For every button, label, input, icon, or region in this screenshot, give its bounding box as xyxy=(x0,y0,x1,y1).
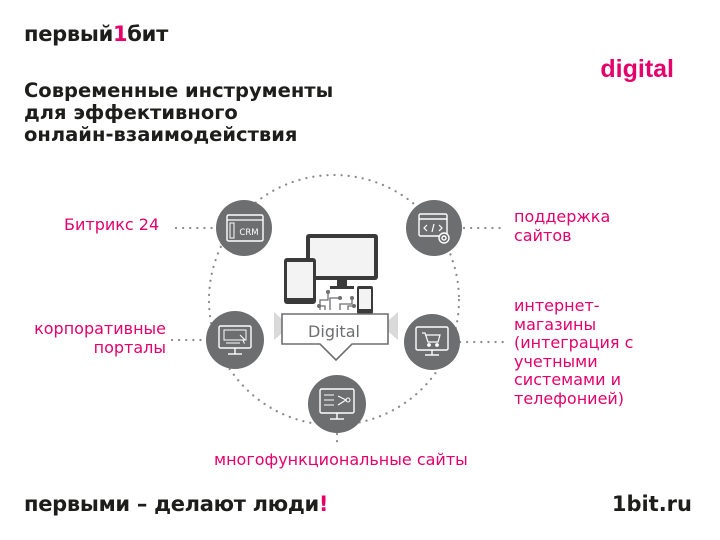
code-gear-icon xyxy=(418,213,450,244)
logo-text: первый xyxy=(24,22,113,46)
label-portals: корпоративные порталы xyxy=(34,319,166,357)
devices-icon xyxy=(284,234,378,314)
website-monitor-icon xyxy=(319,388,355,420)
label-shops-line-2: магазины xyxy=(514,314,597,334)
connector-lines xyxy=(170,226,508,450)
label-support-line-2: сайтов xyxy=(514,225,572,245)
label-bitrix: Битрикс 24 xyxy=(64,215,160,234)
portals-node xyxy=(206,311,264,369)
orbit-dotted-circle xyxy=(207,173,461,427)
crm-icon-text: CRM xyxy=(239,228,258,238)
title-line-1: Современные инструменты xyxy=(24,79,334,102)
shops-node xyxy=(404,314,460,370)
support-node xyxy=(406,200,462,256)
crm-window-icon: CRM xyxy=(226,214,264,242)
label-shops-line-4: учетными xyxy=(514,351,598,371)
crm-node: CRM xyxy=(216,200,272,256)
label-sites: многофункциональные сайты xyxy=(214,450,468,469)
label-support: поддержка сайтов xyxy=(514,207,611,245)
footer-slogan: первыми – делают люди! xyxy=(24,492,328,516)
label-shops-line-5: системами и xyxy=(514,370,621,389)
logo-text-2: бит xyxy=(127,22,168,46)
monitor-portal-icon xyxy=(218,325,252,355)
logo-mark: 1 xyxy=(112,22,128,46)
label-shops-line-3: (интеграция с xyxy=(514,333,634,352)
company-logo: первый1бит xyxy=(24,22,168,46)
slide-title: Современные инструменты для эффективного… xyxy=(24,80,424,146)
label-shops-line-1: интернет- xyxy=(514,296,600,315)
footer-slogan-text: первыми – делают люди xyxy=(24,492,319,516)
footer-site: 1bit.ru xyxy=(611,492,692,516)
sites-node xyxy=(308,375,366,433)
digital-banner-label: Digital xyxy=(308,322,360,341)
title-line-3: онлайн-взаимодействия xyxy=(24,123,298,146)
digital-banner: Digital xyxy=(274,312,398,362)
title-line-2: для эффективного xyxy=(24,101,238,124)
label-support-line-1: поддержка xyxy=(514,207,611,226)
cart-monitor-icon xyxy=(415,326,449,356)
footer-slogan-mark: ! xyxy=(318,492,329,516)
brand-label: digital xyxy=(600,55,674,83)
label-portals-line-1: корпоративные xyxy=(34,319,166,338)
label-portals-line-2: порталы xyxy=(93,337,166,357)
label-shops-line-6: телефонией) xyxy=(514,388,625,408)
label-shops: интернет- магазины (интеграция с учетным… xyxy=(514,296,634,408)
